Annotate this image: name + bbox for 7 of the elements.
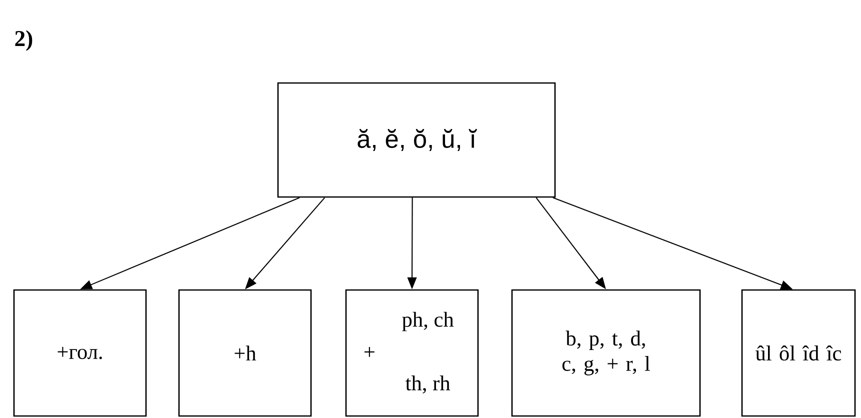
text-box: b, p, t, d, c, g, + r, l (511, 289, 701, 417)
text-box: + ph, ch th, rh (345, 289, 479, 417)
text-box: ûl ôl îd îc (741, 289, 856, 417)
figure-number: 2) (15, 30, 32, 51)
text-box: +h (178, 289, 312, 417)
text-box: ă, ĕ, ŏ, ŭ, ĭ (277, 82, 556, 198)
text-box: +гол. (13, 289, 147, 417)
